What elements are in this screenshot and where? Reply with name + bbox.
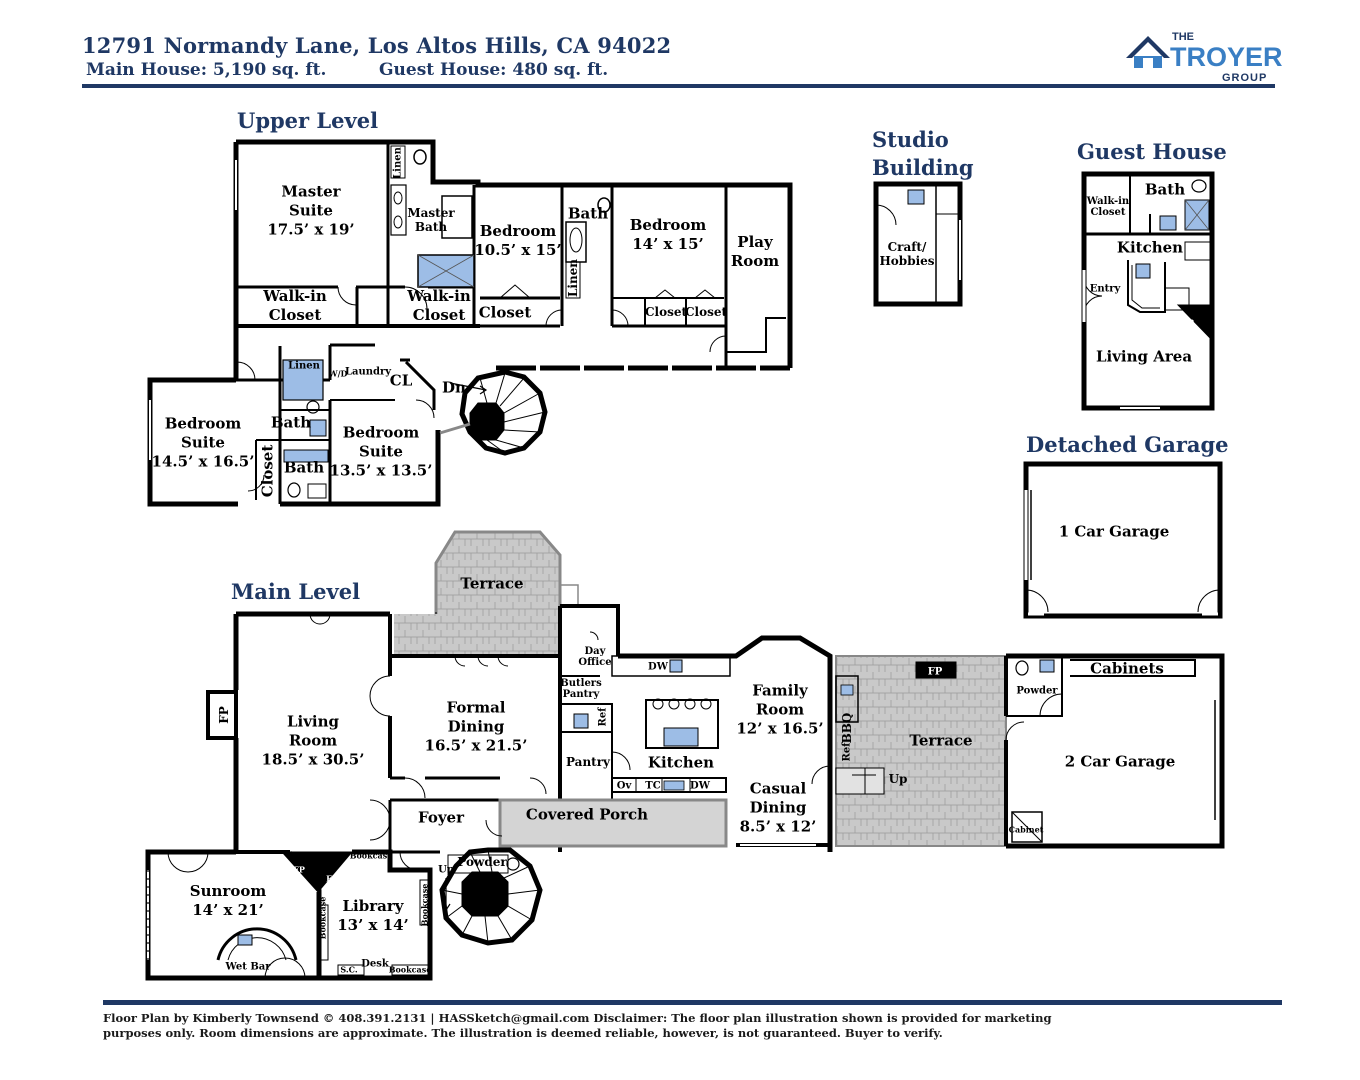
kitchen-label: Kitchen [647,753,715,772]
powder-label-2: Powder [457,855,507,869]
footer-credit-line: Floor Plan by Kimberly Townsend © 408.39… [103,1011,1052,1025]
footer-disclaimer-line: purposes only. Room dimensions are appro… [103,1026,943,1040]
guest-living-area-label: Living Area [1095,347,1193,366]
oven-label: Ov [616,780,632,792]
linen-label-2: Linen [566,258,580,298]
logo-the: THE [1172,31,1194,43]
bath-label-3: Bath [283,458,325,477]
dishwasher-label-2: DW [690,780,710,792]
logo-group: GROUP [1222,72,1267,84]
main-house-sqft: Main House: 5,190 sq. ft. [86,60,327,80]
cabinets-label: Cabinets [1090,659,1164,678]
library-fireplace-label: FP [326,873,338,884]
studio-title-line2: Building [872,155,974,180]
wet-bar-label: Wet Bar [225,961,271,973]
bookcase-label-3: Bookcase [419,883,430,927]
powder-label-1: Powder [1016,685,1058,697]
pantry-label: Pantry [565,755,611,769]
terrace-label-2: Terrace [909,731,973,750]
detached-garage-title: Detached Garage [1026,432,1229,457]
bookcase-label-4: Bookcase [388,964,432,975]
bath-label-2: Bath [270,413,312,432]
terrace-fireplace-label: FP [927,666,943,678]
troyer-group-logo: THE TROYER GROUP [1126,31,1282,84]
craft-hobbies-label: Craft/Hobbies [879,240,935,268]
closet-cl-label: CL [389,371,413,390]
footer-divider [103,1000,1282,1005]
linen-label-1: Linen [392,147,404,179]
property-address: 12791 Normandy Lane, Los Altos Hills, CA… [82,33,672,58]
dishwasher-label-1: DW [648,661,668,673]
garage-cabinet-label: Cabinet [1008,824,1044,835]
living-fireplace-label: FP [217,706,231,724]
laundry-label: Laundry [344,366,392,378]
two-car-garage-label: 2 Car Garage [1064,752,1176,771]
bookcase-label-2: Bookcase [317,896,328,940]
closet-label-4: Closet [258,444,277,498]
butler-ref-label: Ref [597,707,609,727]
stairs-up-label: Up [438,864,454,876]
stairs-down-label: Dn [442,378,466,397]
studio-building-plan [873,181,963,307]
guest-house-sqft: Guest House: 480 sq. ft. [379,60,609,80]
sunroom-fireplace-label: FP [293,864,305,875]
guest-house-title: Guest House [1077,139,1227,164]
logo-name: TROYER [1170,42,1282,72]
linen-label-3: Linen [288,360,320,372]
terrace-up-label: Up [888,772,908,786]
bbq-label: BBQ [840,712,854,744]
upper-level-plan [147,139,793,507]
detached-garage-plan [1023,461,1223,619]
bath-label-1: Bath [567,204,609,223]
guest-fireplace-label: FP [1182,317,1194,328]
desk-label: Desk [361,958,389,970]
studio-title-line1: Studio [872,127,949,152]
covered-porch-label: Covered Porch [525,805,649,824]
foyer-label: Foyer [418,808,464,827]
closet-label-2: Closet [644,305,688,319]
house-logo-icon [1126,36,1170,68]
main-level-plan [145,530,1225,981]
upper-level-title: Upper Level [237,108,379,133]
guest-entry-label: Entry [1089,283,1121,295]
guest-house-plan [1081,171,1215,411]
washer-dryer-label: W/D [328,368,348,379]
closet-label-1: Closet [478,303,532,322]
header-divider [82,84,1275,88]
closet-label-3: Closet [684,305,728,319]
guest-bath-label: Bath [1144,180,1186,199]
bookcase-label-1: Bookcase [349,850,393,861]
outdoor-ref-label: Ref [841,742,853,762]
sc-label: S.C. [340,964,358,975]
trash-compactor-label: TC [645,780,661,792]
terrace-label-1: Terrace [460,574,524,593]
main-level-title: Main Level [231,579,361,604]
one-car-garage-label: 1 Car Garage [1058,522,1170,541]
guest-kitchen-label: Kitchen [1116,238,1184,257]
